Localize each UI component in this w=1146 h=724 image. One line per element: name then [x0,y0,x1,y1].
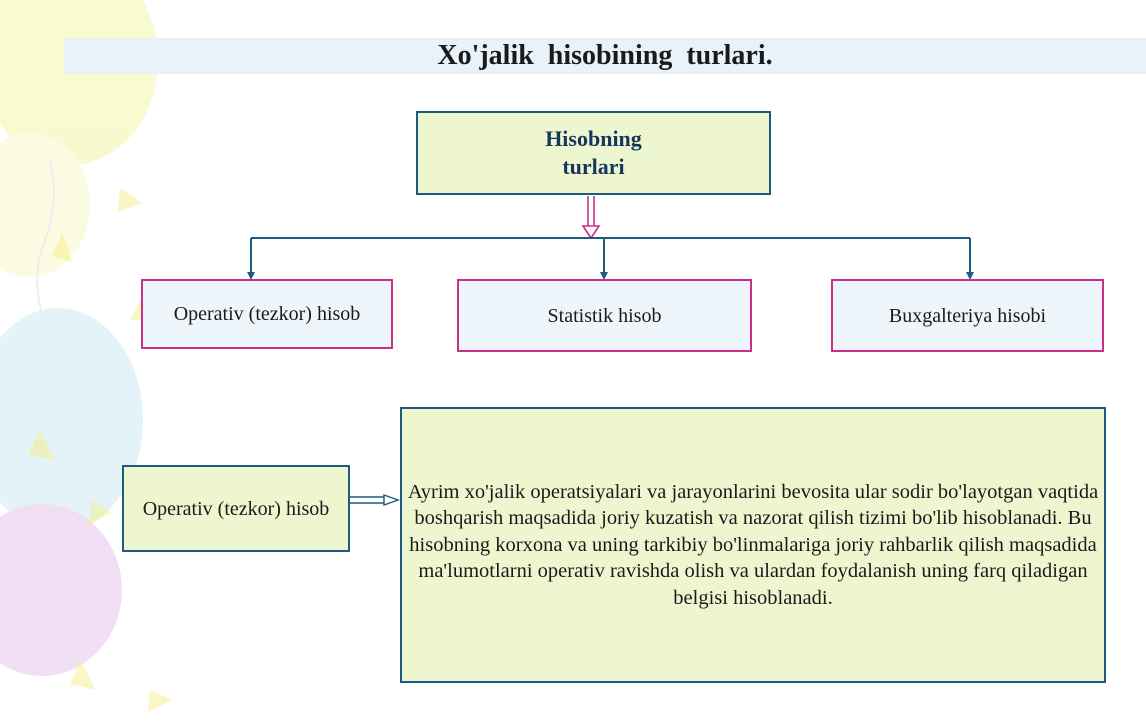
root-node-label: Hisobning turlari [545,126,642,179]
balloon-string [36,159,55,321]
double-down-arrow [581,196,601,240]
detail-term-node: Operativ (tezkor) hisob [122,465,350,552]
confetti-5 [88,500,112,526]
detail-term-label: Operativ (tezkor) hisob [142,497,330,520]
confetti-2 [52,232,72,262]
detail-description-box: Ayrim xo'jalik operatsiyalari va jarayon… [400,407,1106,683]
confetti-7 [70,660,96,690]
detail-description-text: Ayrim xo'jalik operatsiyalari va jarayon… [407,480,1099,609]
confetti-6 [148,690,172,712]
balloon-purple [0,504,122,676]
balloon-blue [0,308,143,532]
title-band [64,38,1146,74]
child-node-label-operativ: Operativ (tezkor) hisob [173,303,361,325]
child-node-statistik: Statistik hisob [457,279,752,352]
confetti-4 [28,430,55,460]
page-title: Xo'jalik hisobining turlari. [437,40,773,71]
balloon-pale-yellow [0,133,90,277]
child-node-operativ: Operativ (tezkor) hisob [141,279,393,349]
child-node-label-statistik: Statistik hisob [547,304,662,327]
detail-connector-arrow [350,494,401,506]
child-node-buxgalteriya: Buxgalteriya hisobi [831,279,1104,352]
root-node-hisobning-turlari: Hisobning turlari [416,111,771,195]
child-node-label-buxgalteriya: Buxgalteriya hisobi [888,304,1047,327]
confetti-1 [118,188,142,212]
